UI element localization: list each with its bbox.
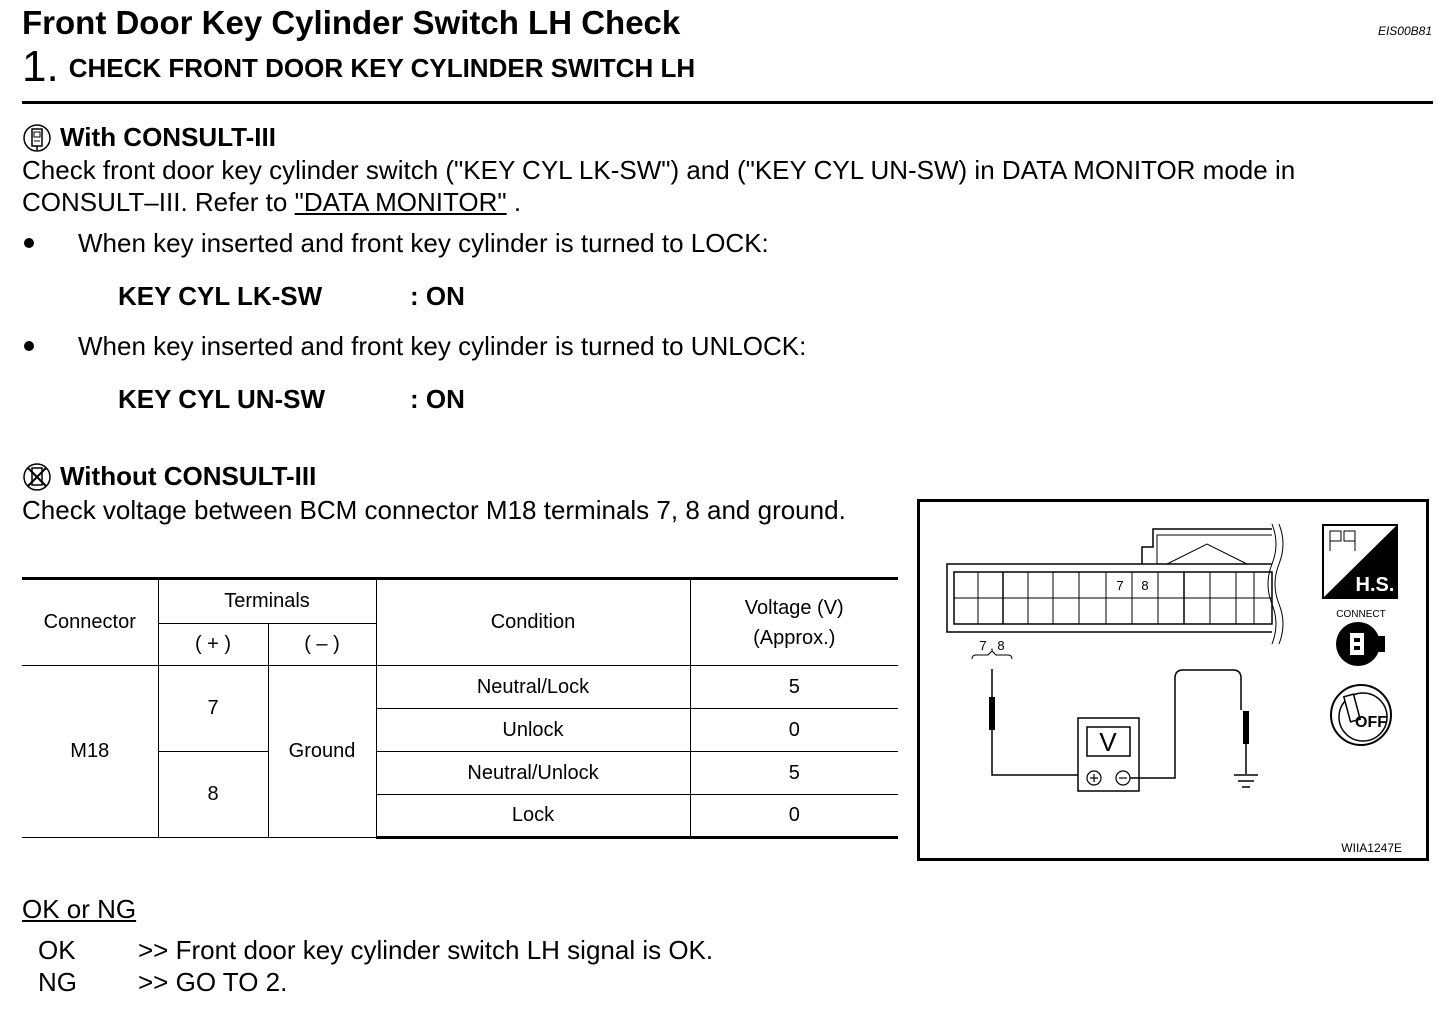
without-consult-heading-label: Without CONSULT-III: [60, 461, 317, 491]
result-ok-text: >> Front door key cylinder switch LH sig…: [138, 935, 714, 965]
result-ng-text: >> GO TO 2.: [138, 967, 288, 997]
negative-probe: [1130, 669, 1258, 788]
result-ok-code: OK: [38, 935, 76, 965]
voltage-check-diagram: 7 8 7 , 8 V H.S. CONNECT: [917, 499, 1429, 861]
connect-label: CONNECT: [1336, 609, 1385, 620]
step-number: 1.: [22, 42, 59, 91]
positive-probe: [989, 669, 1081, 776]
instruction-text: Check front door key cylinder switch ("K…: [22, 155, 1296, 217]
bcm-connector-m18: [946, 523, 1284, 645]
header-voltage-line1: Voltage (V): [744, 596, 844, 619]
instruction-text-end: .: [506, 187, 522, 217]
header-connector: Connector: [22, 577, 159, 666]
probe-terminals-label: 7 , 8: [979, 638, 1004, 653]
with-consult-heading-label: With CONSULT-III: [60, 122, 276, 152]
connector-grid: [954, 572, 1272, 624]
connect-icon: [1336, 622, 1385, 666]
monitor-item-name: KEY CYL LK-SW: [118, 281, 323, 311]
cell-voltage: 5: [689, 751, 898, 795]
cell-terminal-8: 8: [157, 751, 269, 838]
header-divider: [22, 101, 1433, 104]
cell-voltage: 0: [689, 708, 898, 752]
cell-voltage: 5: [689, 665, 898, 709]
result-ok: OK >> Front door key cylinder switch LH s…: [38, 935, 713, 966]
table-row: 8 Neutral/Unlock 5: [22, 751, 898, 838]
cell-condition: Lock: [375, 794, 691, 839]
result-ng-code: NG: [38, 967, 77, 997]
bullet-dot: [24, 341, 34, 351]
monitor-item-value: : ON: [410, 384, 465, 414]
header-voltage-line2: (Approx.): [753, 626, 836, 649]
header-condition: Condition: [375, 577, 691, 666]
header-voltage: Voltage (V) (Approx.): [689, 577, 898, 666]
data-monitor-link[interactable]: "DATA MONITOR": [294, 187, 507, 217]
table-row: M18 7 Ground Neutral/Lock 5: [22, 665, 898, 838]
bullet-unlock: When key inserted and front key cylinder…: [24, 331, 806, 362]
header-terminal-minus: ( – ): [267, 623, 377, 666]
monitor-item-name: KEY CYL UN-SW: [118, 384, 326, 414]
header-terminals: Terminals: [157, 577, 377, 624]
cell-condition: Unlock: [375, 708, 691, 752]
monitor-item-value: : ON: [410, 281, 465, 311]
cell-voltage: 0: [689, 794, 898, 839]
cell-condition: Neutral/Lock: [375, 665, 691, 709]
harness-side-icon: [1322, 524, 1398, 599]
step-title: CHECK FRONT DOOR KEY CYLINDER SWITCH LH: [68, 53, 696, 83]
figure-id: WIIA1247E: [1341, 841, 1402, 855]
cell-terminal-7: 7: [157, 665, 269, 752]
cell-ground: Ground: [267, 665, 377, 838]
with-consult-instructions: Check front door key cylinder switch ("K…: [22, 154, 1432, 218]
cell-condition: Neutral/Unlock: [375, 751, 691, 795]
table-row: Lock 0: [22, 794, 898, 839]
bullet-lock: When key inserted and front key cylinder…: [24, 228, 769, 259]
off-label: OFF: [1355, 714, 1387, 731]
header-terminal-plus: ( + ): [157, 623, 269, 666]
cell-connector: M18: [22, 665, 159, 838]
without-consult-heading: Without CONSULT-III: [22, 461, 316, 492]
no-consult-tool-icon: [23, 462, 51, 491]
page-title: Front Door Key Cylinder Switch LH Check: [22, 4, 681, 41]
monitor-item-lock: KEY CYL LK-SW : ON: [118, 281, 465, 312]
bullet-dot: [24, 238, 34, 248]
step-heading: 1. CHECK FRONT DOOR KEY CYLINDER SWITCH L…: [22, 42, 695, 92]
without-consult-instructions: Check voltage between BCM connector M18 …: [22, 495, 846, 525]
document-id: EIS00B81: [1377, 24, 1432, 38]
pin-8-label: 8: [1141, 578, 1148, 593]
hs-label: H.S.: [1356, 574, 1395, 596]
voltmeter: [1077, 717, 1140, 792]
with-consult-heading: With CONSULT-III: [22, 122, 276, 153]
table-row: Unlock 0: [22, 708, 898, 752]
voltmeter-label: V: [1099, 727, 1117, 757]
result-ng: NG >> GO TO 2.: [38, 967, 287, 998]
bullet-unlock-text: When key inserted and front key cylinder…: [78, 331, 807, 361]
consult-tool-icon: [23, 123, 51, 152]
ignition-off-icon: [1330, 684, 1392, 746]
result-heading: OK or NG: [22, 894, 137, 924]
monitor-item-unlock: KEY CYL UN-SW : ON: [118, 384, 465, 415]
voltage-spec-table: Connector Terminals Condition Voltage (V…: [22, 577, 898, 839]
pin-7-label: 7: [1116, 578, 1123, 593]
bullet-lock-text: When key inserted and front key cylinder…: [78, 228, 769, 258]
